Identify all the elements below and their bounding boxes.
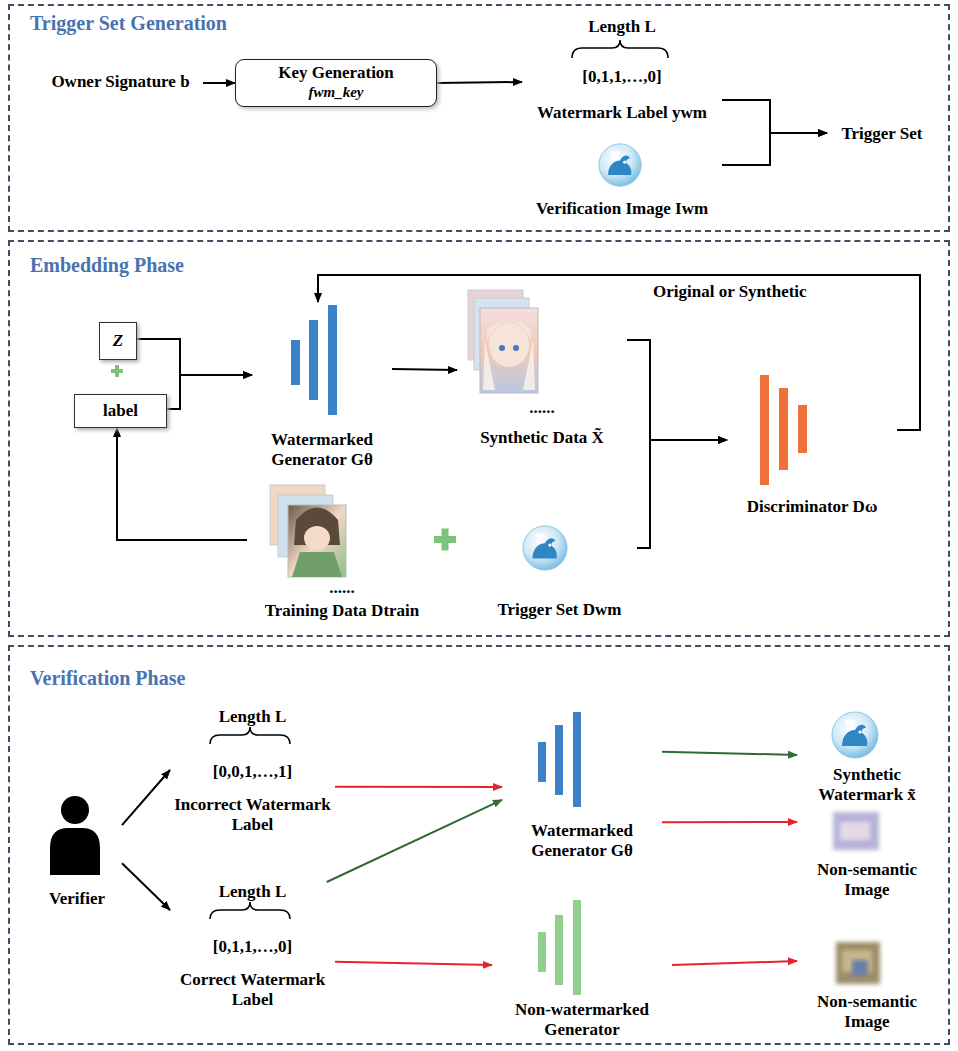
- connector: [167, 375, 252, 409]
- data-node: ...... Training Data Dtrain: [247, 482, 437, 627]
- connector: [137, 339, 252, 375]
- node-text: Watermarked Generator Gθ: [252, 430, 392, 470]
- label-group: Length L [0,0,1,…,1] Incorrect Watermark L…: [170, 707, 335, 847]
- generator-node: Watermarked Generator Gθ: [502, 707, 662, 867]
- node-text: [0,1,1,…,0]: [170, 937, 335, 957]
- verification-image: [599, 144, 641, 186]
- connector: [122, 863, 170, 910]
- node-text: Discriminator Dω: [727, 497, 897, 517]
- label-group: Length L [0,1,1,…,0] Correct Watermark Lab…: [170, 882, 335, 1022]
- connector: [627, 340, 727, 440]
- node-text: Key Generation: [236, 63, 436, 83]
- process-box: Key Generationfwm_key: [235, 59, 437, 107]
- output-text: Trigger Set: [827, 120, 937, 150]
- node-text: Length L: [170, 882, 335, 902]
- training-images: [270, 485, 346, 577]
- data-node: ...... Synthetic Data X̃: [457, 282, 627, 454]
- node-text: Training Data Dtrain: [247, 601, 437, 621]
- node-text: Trigger Set: [827, 124, 937, 144]
- node-text: ......: [457, 398, 627, 418]
- generator-bars: [291, 305, 581, 807]
- node-text: ......: [247, 578, 437, 598]
- connector: [335, 786, 502, 788]
- phase-panel: Verification PhaseVerifier Length L [0,0,1…: [8, 645, 950, 1045]
- verifier-node: Verifier: [32, 787, 122, 914]
- node-text: Watermark Label ywm: [522, 103, 722, 123]
- node-text: Incorrect Watermark Label: [170, 795, 335, 835]
- edge-label: Original or Synthetic: [650, 282, 810, 302]
- label-group: Length L [0,1,1,…,0] Watermark Label ywm: [522, 17, 722, 132]
- connector: [662, 752, 797, 755]
- connector: [203, 82, 235, 84]
- trigger-image: [523, 526, 567, 570]
- node-text: Owner Signature b: [38, 72, 203, 92]
- data-node: Trigger Set Dwm: [482, 512, 637, 627]
- node-text: fwm_key: [236, 84, 436, 102]
- input-box: label: [74, 394, 167, 428]
- generator-node: Watermarked Generator Gθ: [252, 302, 392, 477]
- connector: [662, 821, 797, 823]
- input-box: Z: [99, 322, 137, 360]
- signature-brace: [210, 40, 668, 919]
- image-node: Verification Image Iwm: [522, 137, 722, 225]
- connector: [722, 133, 827, 165]
- non-watermarked-bars: [538, 900, 581, 995]
- node-text: [0,0,1,…,1]: [170, 762, 335, 782]
- synthetic-images: [468, 290, 538, 393]
- signature-text: Owner Signature b: [38, 66, 203, 100]
- node-text: Non-semantic Image: [797, 992, 937, 1032]
- connector: [722, 100, 827, 133]
- output-node: Synthetic Watermark x̃: [797, 702, 937, 810]
- node-text: Synthetic Data X̃: [457, 428, 627, 448]
- node-text: label: [75, 401, 166, 421]
- node-text: Watermarked Generator Gθ: [502, 821, 662, 861]
- node-text: Z: [100, 331, 136, 351]
- phase-title: Embedding Phase: [30, 254, 184, 278]
- discriminator-bars: [760, 375, 807, 485]
- node-text: Length L: [170, 707, 335, 727]
- discriminator-node: Discriminator Dω: [727, 372, 897, 524]
- node-text: Verifier: [32, 889, 122, 909]
- node-text: Non-watermarked Generator: [492, 1000, 672, 1040]
- generator-node: Non-watermarked Generator: [492, 897, 672, 1045]
- synthetic-watermark-image: [832, 712, 878, 758]
- connector: [437, 82, 522, 83]
- phase-title: Verification Phase: [30, 667, 185, 691]
- connector: [318, 275, 920, 430]
- connector: [117, 428, 247, 540]
- connector: [327, 800, 502, 882]
- node-text: Trigger Set Dwm: [482, 600, 637, 620]
- phase-title: Trigger Set Generation: [30, 12, 227, 36]
- node-text: Correct Watermark Label: [170, 970, 335, 1010]
- node-text: Synthetic Watermark x̃: [797, 765, 937, 805]
- phase-panel: Trigger Set GenerationOwner Signature b K…: [8, 4, 950, 232]
- node-text: Non-semantic Image: [797, 860, 937, 900]
- connector: [122, 770, 170, 825]
- connector: [392, 369, 457, 370]
- verifier-icon: [50, 796, 100, 875]
- output-node: Non-semantic Image: [797, 810, 937, 910]
- connector: [637, 440, 727, 548]
- connector: [672, 961, 797, 965]
- output-node: Non-semantic Image: [797, 937, 937, 1037]
- node-text: Length L: [522, 17, 722, 37]
- node-text: [0,1,1,…,0]: [522, 67, 722, 87]
- node-text: Verification Image Iwm: [522, 199, 722, 219]
- connector: [335, 962, 492, 965]
